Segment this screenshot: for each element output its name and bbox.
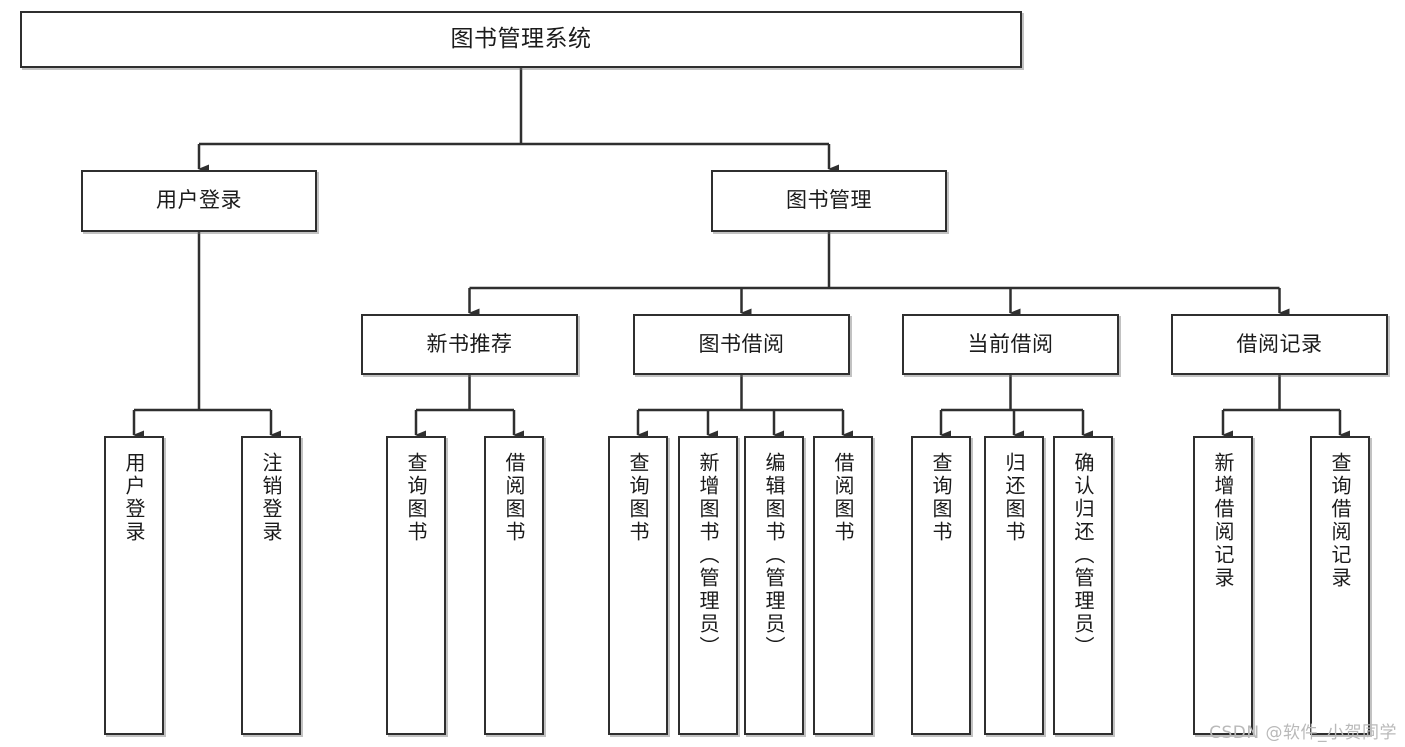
node-label: 注销登录	[259, 452, 283, 544]
node-l-user-login[interactable]: 用户登录	[104, 436, 164, 735]
node-root[interactable]: 图书管理系统	[20, 11, 1022, 68]
node-label: 新增图书（管理员）	[696, 452, 720, 659]
node-n-new-book-rec[interactable]: 新书推荐	[361, 314, 578, 375]
node-label: 借阅图书	[502, 452, 526, 544]
node-label: 查询借阅记录	[1328, 452, 1352, 590]
node-label: 查询图书	[929, 452, 953, 544]
node-label: 用户登录	[156, 188, 242, 213]
node-l-rec-borrow[interactable]: 借阅图书	[484, 436, 544, 735]
node-n-borrow-record[interactable]: 借阅记录	[1171, 314, 1388, 375]
node-label: 查询图书	[404, 452, 428, 544]
node-label: 图书管理系统	[450, 26, 592, 53]
watermark-text: CSDN @软件_小贺同学	[1209, 723, 1397, 743]
node-n-user-login[interactable]: 用户登录	[81, 170, 317, 232]
node-n-book-borrow[interactable]: 图书借阅	[633, 314, 850, 375]
node-label: 查询图书	[626, 452, 650, 544]
node-label: 编辑图书（管理员）	[762, 452, 786, 659]
node-l-rec-query[interactable]: 查询图书	[386, 436, 446, 735]
node-l-cur-return[interactable]: 归还图书	[984, 436, 1044, 735]
node-n-book-manage[interactable]: 图书管理	[711, 170, 947, 232]
node-label: 新书推荐	[426, 331, 513, 356]
node-l-brw-query[interactable]: 查询图书	[608, 436, 668, 735]
node-label: 确认归还（管理员）	[1071, 452, 1095, 659]
node-l-brw-borrow[interactable]: 借阅图书	[813, 436, 873, 735]
node-label: 当前借阅	[967, 331, 1054, 356]
node-label: 新增借阅记录	[1211, 452, 1235, 590]
node-label: 借阅记录	[1236, 331, 1323, 356]
node-l-rec-add[interactable]: 新增借阅记录	[1193, 436, 1253, 735]
node-l-cur-query[interactable]: 查询图书	[911, 436, 971, 735]
node-l-user-logout[interactable]: 注销登录	[241, 436, 301, 735]
node-label: 借阅图书	[831, 452, 855, 544]
node-n-current-borrow[interactable]: 当前借阅	[902, 314, 1119, 375]
node-l-brw-add[interactable]: 新增图书（管理员）	[678, 436, 738, 735]
node-l-rec-search[interactable]: 查询借阅记录	[1310, 436, 1370, 735]
node-l-cur-confirm[interactable]: 确认归还（管理员）	[1053, 436, 1113, 735]
node-label: 图书借阅	[698, 331, 785, 356]
node-l-brw-edit[interactable]: 编辑图书（管理员）	[744, 436, 804, 735]
node-label: 归还图书	[1002, 452, 1026, 544]
node-label: 用户登录	[122, 452, 146, 544]
node-label: 图书管理	[786, 188, 872, 213]
